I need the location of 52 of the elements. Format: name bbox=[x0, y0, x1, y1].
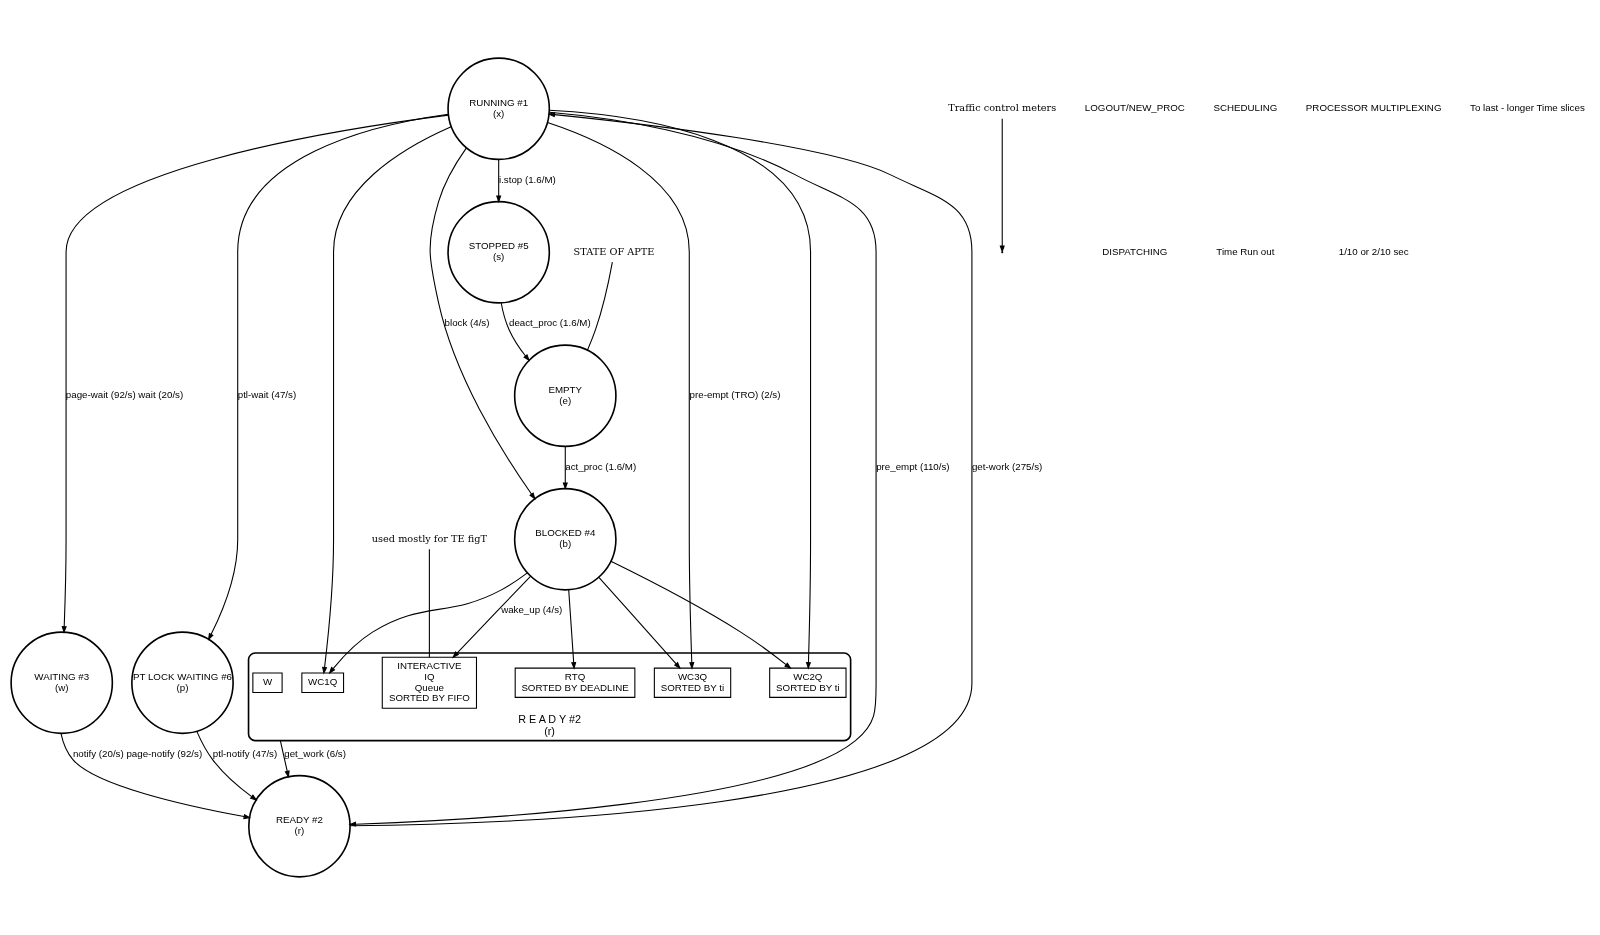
arrow bbox=[61, 114, 449, 634]
label: PROCESSOR MULTIPLEXING bbox=[1305, 102, 1442, 114]
connector bbox=[428, 548, 430, 658]
arrow bbox=[196, 730, 258, 801]
label: Time Run out bbox=[1216, 245, 1275, 257]
edge-label: notify (20/s) page-notify (92/s) bbox=[72, 747, 203, 759]
arrow bbox=[60, 732, 252, 820]
arrow bbox=[500, 302, 530, 362]
arrow bbox=[568, 589, 577, 670]
label: 1/10 or 2/10 sec bbox=[1338, 245, 1409, 257]
node-circle: EMPTY (e) bbox=[513, 344, 617, 448]
arrow bbox=[279, 740, 290, 779]
node-text: Traffic control meters bbox=[948, 102, 1057, 114]
arrow bbox=[496, 159, 502, 204]
edge-label: pre-empt (TRO) (2/s) bbox=[689, 389, 781, 401]
label: DISPATCHING bbox=[1102, 245, 1168, 257]
node-box: WC1Q bbox=[301, 672, 345, 693]
edge-label: block (4/s) bbox=[444, 317, 490, 329]
arrow bbox=[562, 445, 568, 491]
node-box: WC3Q SORTED BY ti bbox=[653, 667, 732, 698]
node-circle: RUNNING #1 (x) bbox=[447, 57, 551, 161]
arrow bbox=[452, 575, 531, 659]
node-circle: STOPPED #5 (s) bbox=[447, 200, 551, 304]
edge-label: deact_proc (1.6/M) bbox=[509, 317, 591, 329]
edge-label: get-work (275/s) bbox=[971, 460, 1043, 472]
node-box: RTQ SORTED BY DEADLINE bbox=[514, 667, 636, 698]
edge-label: i.stop (1.6/M) bbox=[498, 173, 556, 185]
arrow bbox=[999, 118, 1005, 254]
node-box: W bbox=[252, 672, 283, 693]
node-circle: BLOCKED #4 (b) bbox=[513, 487, 617, 591]
arrow bbox=[429, 147, 536, 500]
arrow bbox=[207, 113, 449, 641]
connector bbox=[586, 261, 613, 351]
edge-label: ptl-wait (47/s) bbox=[237, 389, 297, 401]
label: LOGOUT/NEW_PROC bbox=[1084, 102, 1185, 114]
node-text: used mostly for TE figT bbox=[371, 532, 487, 544]
node-box: INTERACTIVE IQ Queue SORTED BY FIFO bbox=[381, 656, 478, 709]
edge-label: pre_empt (110/s) bbox=[876, 460, 950, 472]
arrow bbox=[547, 122, 695, 670]
edge-label: ptl-notify (47/s) bbox=[212, 747, 278, 759]
arrow bbox=[548, 109, 812, 670]
arrow bbox=[610, 560, 792, 670]
edge-label: get_work (6/s) bbox=[284, 747, 346, 759]
node-text: STATE OF APTE bbox=[573, 245, 655, 257]
label: To last - longer Time slices bbox=[1470, 102, 1585, 114]
arrow bbox=[322, 126, 452, 675]
edge-label: wake_up (4/s) bbox=[501, 604, 563, 616]
node-circle: WAITING #3 (w) bbox=[10, 631, 114, 735]
arrow bbox=[328, 572, 528, 675]
arrow bbox=[598, 576, 681, 670]
label: SCHEDULING bbox=[1213, 102, 1278, 114]
node-box: WC2Q SORTED BY ti bbox=[769, 667, 847, 698]
